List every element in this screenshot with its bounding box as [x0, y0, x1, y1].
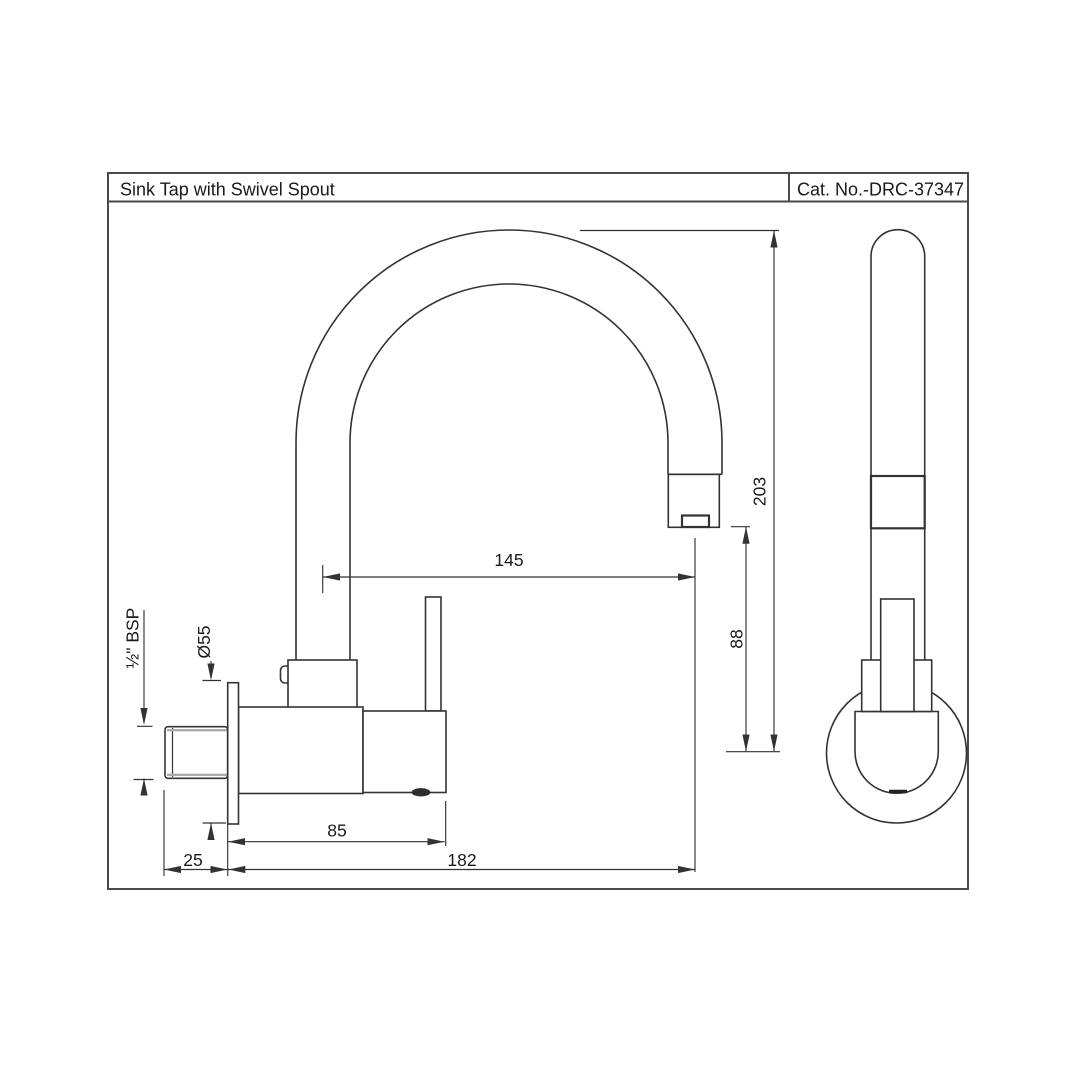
side-view — [825, 228, 968, 824]
dim-label-flange: Ø55 — [194, 625, 214, 658]
arrowhead — [228, 838, 245, 846]
body-profile — [854, 710, 940, 794]
dimension-body-length: 85 — [228, 801, 447, 846]
dimension-flange-diameter: Ø55 — [194, 625, 226, 840]
dim-label-85: 85 — [327, 821, 346, 841]
arrowhead — [742, 734, 750, 752]
handle-lever — [424, 596, 442, 712]
arrowhead — [140, 708, 148, 725]
catalog-number: Cat. No.-DRC-37347 — [797, 180, 964, 200]
set-screw — [411, 788, 431, 797]
arrowhead — [678, 573, 695, 581]
dimension-spout-height: 203 — [580, 229, 779, 752]
arrowhead — [770, 230, 778, 248]
front-view — [164, 229, 723, 825]
arrowhead — [742, 526, 750, 544]
swivel-collar — [287, 659, 358, 709]
dim-label-88: 88 — [727, 629, 747, 648]
arrowhead — [210, 865, 228, 874]
drawing-border — [107, 172, 969, 890]
spout-outer-arc — [295, 229, 723, 444]
arrowhead — [207, 663, 215, 681]
arrowhead — [164, 865, 181, 874]
nozzle — [667, 473, 721, 529]
tap-body — [237, 706, 364, 795]
spout-cap-arc — [870, 228, 926, 257]
title-block: Sink Tap with Swivel Spout Cat. No.-DRC-… — [107, 172, 969, 890]
dimension-projections: 25 182 — [163, 790, 695, 876]
nozzle-band — [869, 474, 926, 530]
handle-profile — [879, 598, 915, 713]
arrowhead — [427, 838, 445, 846]
aerator — [680, 514, 711, 529]
arrowhead — [207, 823, 215, 840]
inlet-thread-nipple — [164, 725, 229, 780]
dimension-inlet-thread: ½" BSP — [123, 608, 154, 796]
arrowhead — [140, 778, 148, 796]
wall-flange — [226, 681, 240, 825]
spout-inner-arc — [349, 283, 669, 444]
arrowhead — [323, 573, 340, 581]
dim-label-182: 182 — [447, 850, 476, 870]
dim-label-bsp: ½" BSP — [123, 608, 143, 669]
drawing-title: Sink Tap with Swivel Spout — [120, 180, 335, 200]
arrowhead — [678, 865, 695, 874]
arrowhead — [770, 734, 778, 752]
arrowhead — [228, 865, 246, 874]
dim-label-145: 145 — [494, 550, 523, 570]
dim-label-203: 203 — [750, 477, 770, 506]
dim-label-25: 25 — [183, 850, 202, 870]
dimension-spout-reach: 145 — [322, 538, 696, 872]
tap-body-cartridge — [362, 710, 447, 794]
dimension-outlet-clearance: 88 — [726, 526, 780, 753]
